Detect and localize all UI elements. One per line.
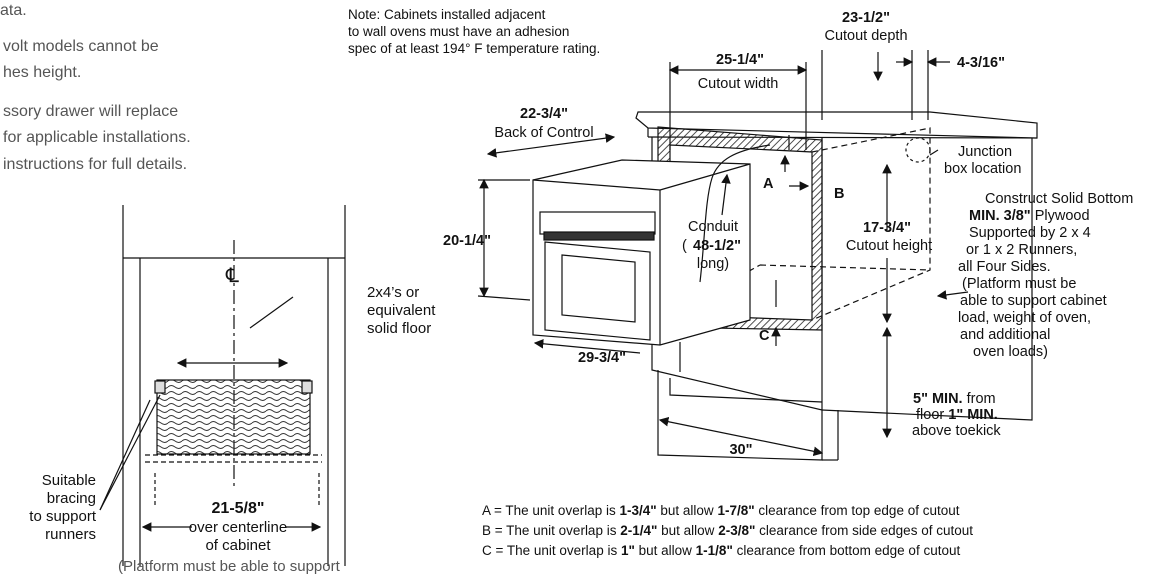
bracing-leader-1 xyxy=(99,394,161,511)
legend-mid: but allow xyxy=(657,523,719,538)
bracing-label: runners xyxy=(45,526,96,543)
construct-line: or 1 x 2 Runners, xyxy=(966,242,1077,258)
oven-window xyxy=(561,254,636,323)
legend-prefix: B = The unit overlap is xyxy=(482,523,621,538)
overlap-legend: A = The unit overlap is 1-3/4" but allow… xyxy=(482,501,973,561)
construct-line: (Platform must be xyxy=(962,276,1076,292)
bracing-label: bracing xyxy=(47,490,96,507)
junction-label: Junction xyxy=(958,144,1012,160)
construct-bold: MIN. 3/8" xyxy=(969,208,1031,224)
bracing-label: Suitable xyxy=(42,472,96,489)
legend-overlap: 1" xyxy=(620,543,635,558)
min-toekick-label: above toekick xyxy=(912,423,1001,439)
construct-line: all Four Sides. xyxy=(958,259,1051,275)
oven-handle xyxy=(543,231,655,241)
min-floor-word: from xyxy=(967,391,996,407)
floor-label: solid floor xyxy=(367,320,431,337)
cutout-depth-label: Cutout depth xyxy=(824,28,907,44)
oven-depth-value: 29-3/4" xyxy=(578,350,626,366)
floor-label: 2x4’s or xyxy=(367,284,419,301)
width-caption: of cabinet xyxy=(205,537,271,554)
side-text-line: ssory drawer will replace xyxy=(3,103,179,120)
floor-leader xyxy=(249,296,294,329)
marker-a: A xyxy=(763,176,774,192)
width-value: 21-5/8" xyxy=(212,500,265,517)
conduit-paren: ( xyxy=(682,238,687,254)
legend-clearance: 1-1/8" xyxy=(695,543,733,558)
cutout-height-label: Cutout height xyxy=(846,238,932,254)
legend-row-a: A = The unit overlap is 1-3/4" but allow… xyxy=(482,501,973,521)
legend-prefix: A = The unit overlap is xyxy=(482,503,620,518)
bracing-label: to support xyxy=(29,508,97,525)
min-toekick-value: 1" MIN. xyxy=(948,407,998,423)
construct-line: Supported by 2 x 4 xyxy=(969,225,1091,241)
cabinet-side xyxy=(821,138,1033,421)
isometric-figure xyxy=(477,50,1038,461)
oven-depth-dim xyxy=(533,339,641,354)
legend-suffix: clearance from bottom edge of cutout xyxy=(732,543,961,558)
conduit-label: Conduit xyxy=(688,219,738,235)
back-control-dim xyxy=(486,133,616,158)
junction-label: box location xyxy=(944,161,1021,177)
min-floor-value: 5" MIN. xyxy=(913,391,963,407)
marker-b: B xyxy=(834,186,844,202)
platform-footnote: (Platform must be able to support xyxy=(118,558,340,575)
legend-clearance: 2-3/8" xyxy=(718,523,756,538)
conduit-label: long) xyxy=(697,256,729,272)
runner-right xyxy=(301,380,313,394)
construct-rest: Plywood xyxy=(1035,208,1090,224)
legend-prefix: C = The unit overlap is xyxy=(482,543,621,558)
floor-label: equivalent xyxy=(367,302,436,319)
legend-overlap: 1-3/4" xyxy=(619,503,657,518)
legend-mid: but allow xyxy=(634,543,696,558)
side-gap-value: 4-3/16" xyxy=(957,55,1005,71)
note-text: spec of at least 194° F temperature rati… xyxy=(348,41,600,56)
junction-box xyxy=(905,137,931,163)
note-text: Note: Cabinets installed adjacent xyxy=(348,7,546,22)
legend-suffix: clearance from side edges of cutout xyxy=(755,523,973,538)
construct-line: MIN. 3/8" Plywood xyxy=(969,208,1090,224)
legend-clearance: 1-7/8" xyxy=(717,503,755,518)
marker-c: C xyxy=(759,328,770,344)
side-text-line: instructions for full details. xyxy=(3,156,188,173)
cabinet-width-dim xyxy=(658,416,824,457)
construct-line: and additional xyxy=(960,327,1050,343)
cutout-depth-value: 23-1/2" xyxy=(842,10,890,26)
centerline-symbol: ℄ xyxy=(225,265,239,287)
back-control-label: Back of Control xyxy=(494,125,593,141)
back-control-value: 22-3/4" xyxy=(520,106,568,122)
min-floor-word2: floor xyxy=(916,407,944,423)
note-text: to wall ovens must have an adhesion xyxy=(348,24,569,39)
legend-suffix: clearance from top edge of cutout xyxy=(754,503,960,518)
legend-row-b: B = The unit overlap is 2-1/4" but allow… xyxy=(482,521,973,541)
conduit-value: 48-1/2" xyxy=(693,238,741,254)
construct-note: Construct Solid Bottom MIN. 3/8" Plywood… xyxy=(958,191,1133,360)
width-caption: over centerline xyxy=(189,519,287,536)
legend-row-c: C = The unit overlap is 1" but allow 1-1… xyxy=(482,541,973,561)
construct-line: able to support cabinet xyxy=(960,293,1107,309)
side-text-line: hes height. xyxy=(3,64,82,81)
construct-line: load, weight of oven, xyxy=(958,310,1091,326)
legend-overlap: 2-1/4" xyxy=(620,523,658,538)
side-text-line: ata. xyxy=(0,2,27,19)
min-toekick-text: floor 1" MIN. xyxy=(916,407,998,423)
construct-line: oven loads) xyxy=(973,344,1048,360)
cutout-height-value: 17-3/4" xyxy=(863,220,911,236)
cabinet-width-value: 30" xyxy=(729,442,752,458)
construct-line: Construct Solid Bottom xyxy=(985,191,1133,207)
front-view-figure xyxy=(99,205,346,566)
side-text-line: volt models cannot be xyxy=(3,38,159,55)
oven-height-value: 20-1/4" xyxy=(443,233,491,249)
min-floor-text: 5" MIN. from xyxy=(913,391,996,407)
runner-left xyxy=(154,380,166,394)
cutout-width-label: Cutout width xyxy=(698,76,779,92)
side-text-line: for applicable installations. xyxy=(3,129,191,146)
bracing-leader-2 xyxy=(99,399,151,511)
legend-mid: but allow xyxy=(656,503,718,518)
cutout-width-value: 25-1/4" xyxy=(716,52,764,68)
solid-floor xyxy=(156,379,311,455)
